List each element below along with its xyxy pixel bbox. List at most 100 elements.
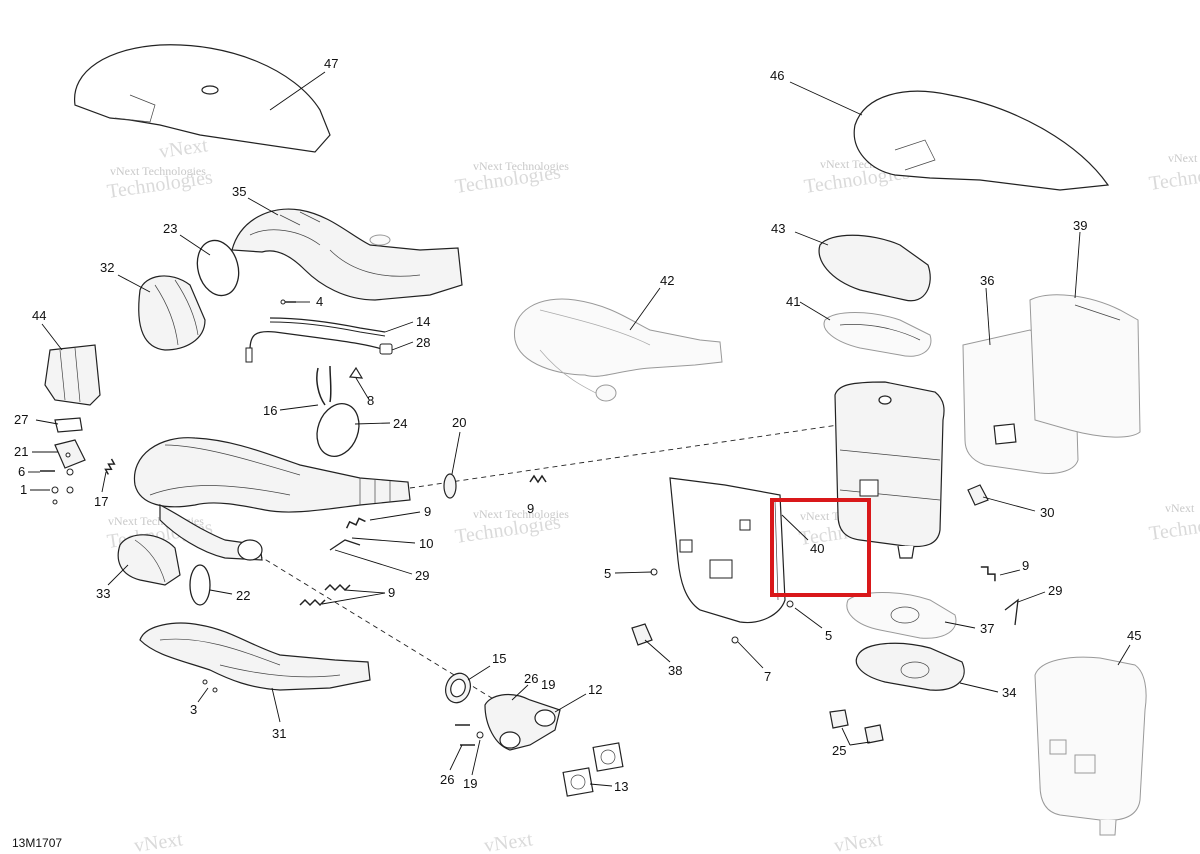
part-13-gaskets[interactable] <box>562 742 624 797</box>
callout-26[interactable]: 26 <box>440 772 454 787</box>
part-24-ring-clamp[interactable] <box>310 398 366 462</box>
callout-4[interactable]: 4 <box>316 294 323 309</box>
callout-31[interactable]: 31 <box>272 726 286 741</box>
callout-9[interactable]: 9 <box>388 585 395 600</box>
part-40-heat-shield[interactable] <box>669 477 786 624</box>
callout-14[interactable]: 14 <box>416 314 430 329</box>
part-25-clips[interactable] <box>829 709 884 744</box>
callout-12[interactable]: 12 <box>588 682 602 697</box>
part-32-sleeve[interactable] <box>138 275 206 351</box>
part-28-sensor-cable[interactable] <box>245 330 393 363</box>
callout-9[interactable]: 9 <box>424 504 431 519</box>
part-30-bracket[interactable] <box>967 484 989 506</box>
callout-9[interactable]: 9 <box>1022 558 1029 573</box>
callout-29[interactable]: 29 <box>1048 583 1062 598</box>
callout-19[interactable]: 19 <box>463 776 477 791</box>
part-8-clip[interactable] <box>348 366 364 379</box>
callout-13[interactable]: 13 <box>614 779 628 794</box>
callout-5[interactable]: 5 <box>604 566 611 581</box>
callout-42[interactable]: 42 <box>660 273 674 288</box>
callout-29[interactable]: 29 <box>415 568 429 583</box>
callout-32[interactable]: 32 <box>100 260 114 275</box>
callout-47[interactable]: 47 <box>324 56 338 71</box>
part-3-screws[interactable] <box>202 679 218 693</box>
part-39-shield[interactable] <box>1029 294 1141 438</box>
callout-33[interactable]: 33 <box>96 586 110 601</box>
callout-40[interactable]: 40 <box>810 541 824 556</box>
callout-25[interactable]: 25 <box>832 743 846 758</box>
callout-23[interactable]: 23 <box>163 221 177 236</box>
part-44-band[interactable] <box>44 344 101 406</box>
part-9-spring[interactable] <box>529 474 547 484</box>
part-1-washer[interactable] <box>51 486 74 505</box>
part-38-clip[interactable] <box>631 623 653 646</box>
callout-27[interactable]: 27 <box>14 412 28 427</box>
callout-5[interactable]: 5 <box>825 628 832 643</box>
callout-8[interactable]: 8 <box>367 393 374 408</box>
part-26-bolt[interactable] <box>455 724 475 746</box>
part-6-bolt[interactable] <box>40 468 74 476</box>
part-45-muffler-faded[interactable] <box>1034 656 1147 836</box>
part-29-bracket-right[interactable] <box>1004 598 1019 626</box>
part-9-springs-pair[interactable] <box>299 583 351 607</box>
callout-19[interactable]: 19 <box>541 677 555 692</box>
part-41-gasket[interactable] <box>823 312 932 357</box>
callout-1[interactable]: 1 <box>20 482 27 497</box>
main-exhaust-pipe[interactable] <box>133 437 411 561</box>
part-33-shield[interactable] <box>117 534 181 586</box>
part-43-cover[interactable] <box>818 234 931 302</box>
callout-15[interactable]: 15 <box>492 651 506 666</box>
callout-21[interactable]: 21 <box>14 444 28 459</box>
callout-43[interactable]: 43 <box>771 221 785 236</box>
part-10-spring[interactable] <box>345 517 366 529</box>
callout-24[interactable]: 24 <box>393 416 407 431</box>
diagram-code: 13M1707 <box>12 836 62 850</box>
part-21-bracket[interactable] <box>54 439 86 469</box>
part-46-heat-shield[interactable] <box>853 90 1110 191</box>
callout-30[interactable]: 30 <box>1040 505 1054 520</box>
part-29-bracket[interactable] <box>329 539 361 551</box>
callout-26[interactable]: 26 <box>524 671 538 686</box>
part-27-bracket[interactable] <box>54 417 83 433</box>
part-14-cable[interactable] <box>269 317 386 337</box>
callout-10[interactable]: 10 <box>419 536 433 551</box>
callout-36[interactable]: 36 <box>980 273 994 288</box>
callout-9[interactable]: 9 <box>527 501 534 516</box>
callout-46[interactable]: 46 <box>770 68 784 83</box>
part-37-shield[interactable] <box>846 592 957 639</box>
part-15-gasket[interactable] <box>442 670 475 706</box>
part-23-clamp-ring[interactable] <box>191 236 244 300</box>
callout-6[interactable]: 6 <box>18 464 25 479</box>
assembly-lines <box>257 424 839 701</box>
part-47-heat-shield[interactable] <box>74 44 331 153</box>
part-42-exhaust-pipe[interactable] <box>514 298 723 402</box>
part-12-manifold[interactable] <box>484 693 561 751</box>
callout-39[interactable]: 39 <box>1073 218 1087 233</box>
callout-41[interactable]: 41 <box>786 294 800 309</box>
callout-35[interactable]: 35 <box>232 184 246 199</box>
callout-45[interactable]: 45 <box>1127 628 1141 643</box>
callout-22[interactable]: 22 <box>236 588 250 603</box>
part-31-heat-shield[interactable] <box>139 622 371 691</box>
part-17-spring[interactable] <box>104 458 116 475</box>
callout-20[interactable]: 20 <box>452 415 466 430</box>
part-34-shield[interactable] <box>855 642 965 691</box>
callout-37[interactable]: 37 <box>980 621 994 636</box>
callout-16[interactable]: 16 <box>263 403 277 418</box>
callout-3[interactable]: 3 <box>190 702 197 717</box>
callout-7[interactable]: 7 <box>764 669 771 684</box>
callout-44[interactable]: 44 <box>32 308 46 323</box>
callout-17[interactable]: 17 <box>94 494 108 509</box>
callout-38[interactable]: 38 <box>668 663 682 678</box>
callout-28[interactable]: 28 <box>416 335 430 350</box>
part-7-screw[interactable] <box>731 636 739 644</box>
part-19-nut[interactable] <box>476 731 484 739</box>
part-9-spring-right[interactable] <box>980 564 999 582</box>
part-4-clip[interactable] <box>280 299 296 305</box>
part-muffler-main[interactable] <box>834 381 945 559</box>
part-16-spring-clip[interactable] <box>316 365 332 406</box>
part-20-gasket[interactable] <box>443 473 457 499</box>
part-35-exhaust-shield[interactable] <box>231 208 463 301</box>
callout-34[interactable]: 34 <box>1002 685 1016 700</box>
part-22-clamp[interactable] <box>189 564 211 606</box>
